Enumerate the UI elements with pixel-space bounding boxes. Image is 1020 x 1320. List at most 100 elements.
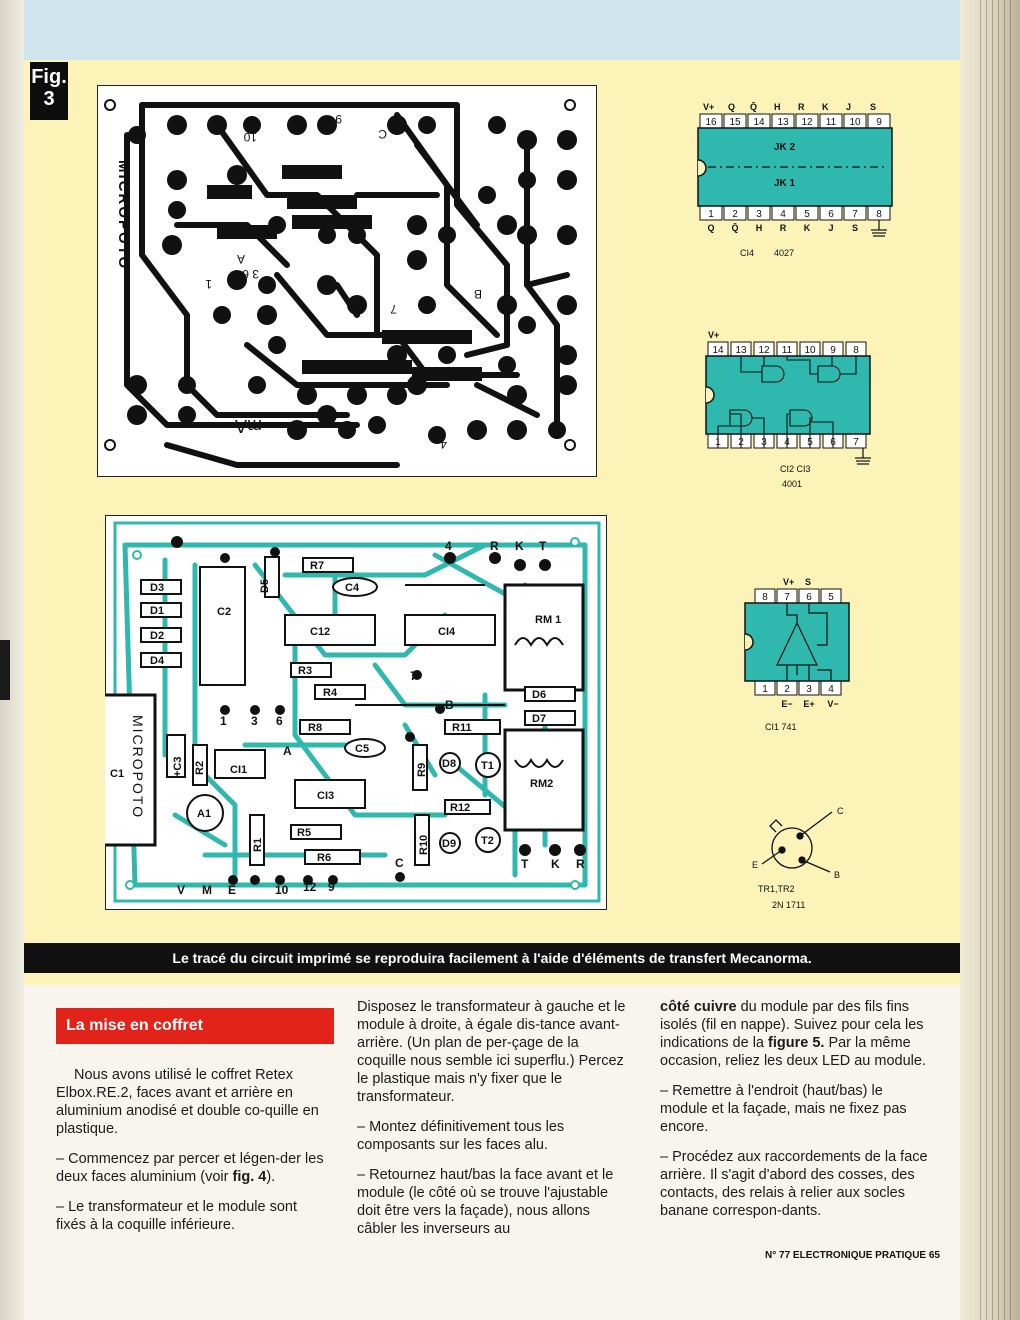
- pcb-layout-pins: 4 R K T V M E 10 12 9 C T K R 1 3 6 A 7 …: [177, 539, 585, 897]
- pcb-copper-side: MICROPOTO 10 9 C A 3 6 1 7 B 4 mA: [97, 85, 597, 477]
- pin-name: H: [774, 102, 781, 112]
- article-column-3: côté cuivre du module par des fils fins …: [660, 998, 930, 1232]
- component-label: +C3: [172, 757, 184, 778]
- component-label: R7: [310, 560, 324, 572]
- article-column-1: La mise en coffret Nous avons utilisé le…: [56, 998, 334, 1246]
- ic-4001-bottom-pins: 1 2 3 4 5 6 7: [715, 437, 859, 448]
- component-label: R2: [194, 761, 206, 775]
- pin-name: K: [822, 102, 829, 112]
- component-label: C5: [355, 743, 369, 755]
- pin-label: M: [202, 883, 212, 897]
- pin-number: 4: [828, 684, 834, 695]
- page-footer: N° 77 ELECTRONIQUE PRATIQUE 65: [765, 1250, 940, 1261]
- pin-number: 7: [784, 592, 790, 603]
- component-label: R1: [252, 838, 264, 852]
- pin-number: 8: [762, 592, 768, 603]
- paragraph: – Commencez par percer et légen-der les …: [56, 1150, 326, 1186]
- pin-name: Q: [728, 102, 735, 112]
- pcb-layout-brand: MICROPOTO: [130, 715, 146, 819]
- component-label: R8: [308, 722, 322, 734]
- ic-741-bottom-pins: 1 2 3 4: [762, 684, 834, 695]
- paragraph: – Remettre à l'endroit (haut/bas) le mod…: [660, 1083, 907, 1135]
- pin-number: 15: [729, 117, 741, 128]
- page-edge: [960, 0, 1020, 1320]
- component-label: R9: [416, 763, 428, 777]
- pin-label: T: [539, 539, 547, 553]
- pin-number: 9: [876, 117, 882, 128]
- page-edge-lines: [975, 0, 1015, 1320]
- figure-caption: Le tracé du circuit imprimé se reproduir…: [24, 943, 960, 973]
- pin-number: 2: [732, 209, 738, 220]
- component-label: C2: [217, 606, 231, 618]
- pin-label: 12: [303, 880, 317, 894]
- pin-label: V: [177, 883, 185, 897]
- pcb-copper-mark: A: [237, 252, 245, 266]
- component-label: R12: [450, 802, 470, 814]
- pin-name: J: [828, 223, 833, 233]
- text-run: du module par des fils fins isolés (fil …: [660, 999, 924, 1051]
- pin-label: 3: [251, 714, 258, 728]
- component-label: R11: [452, 722, 472, 734]
- pin-number: 1: [762, 684, 768, 695]
- pin-number: 3: [806, 684, 812, 695]
- ic-4001-vplus: V+: [708, 330, 719, 340]
- paragraph: Nous avons utilisé le coffret Retex Elbo…: [56, 1067, 319, 1137]
- ground-icon: [855, 448, 871, 465]
- ground-icon: [871, 220, 887, 237]
- pin-number: 2: [738, 437, 744, 448]
- pin-name: H: [756, 223, 763, 233]
- pin-number: 7: [853, 437, 859, 448]
- pin-number: 3: [756, 209, 762, 220]
- text-run: ).: [266, 1169, 276, 1185]
- component-label: CI3: [317, 790, 334, 802]
- pin-name: S: [852, 223, 858, 233]
- pcb-copper-mark: C: [378, 127, 387, 141]
- component-label: D2: [150, 630, 164, 642]
- component-label: R4: [323, 687, 338, 699]
- pin-label: 7: [410, 669, 417, 683]
- component-label: D5: [259, 579, 271, 593]
- figure-reference: figure 5.: [768, 1035, 825, 1051]
- pin-label: A: [283, 744, 292, 758]
- pin-number: 1: [708, 209, 714, 220]
- ic-741-s: S: [805, 577, 811, 587]
- pin-number: 10: [849, 117, 861, 128]
- pcb-layout-labels: D3 D1 D2 D4 C2 D5 R7 C4 C12 CI4 RM 1 R3 …: [110, 560, 561, 864]
- pin-b: B: [834, 870, 840, 880]
- pcb-copper-mark: mA: [235, 416, 262, 436]
- pcb-copper-mark: 6: [242, 267, 249, 281]
- pin-label: K: [515, 539, 524, 553]
- pin-c: C: [837, 806, 844, 816]
- ic-4001-ref: 4001: [782, 479, 802, 489]
- pin-name: S: [870, 102, 876, 112]
- pcb-copper-mark: 4: [440, 437, 447, 451]
- transistor-ref: 2N 1711: [772, 900, 805, 910]
- pin-label: B: [445, 698, 454, 712]
- pin-number: 11: [826, 117, 837, 128]
- component-label: R5: [297, 827, 311, 839]
- pin-number: 9: [830, 345, 836, 356]
- pin-number: 6: [806, 592, 812, 603]
- figure-label-prefix: Fig.: [31, 66, 67, 88]
- emphasis: côté cuivre: [660, 999, 737, 1015]
- pcb-copper-mark: 9: [335, 112, 342, 126]
- component-label: C4: [345, 582, 360, 594]
- pin-label: T: [521, 857, 529, 871]
- pin-number: 4: [780, 209, 786, 220]
- pin-number: 8: [853, 345, 859, 356]
- component-label: R10: [418, 835, 430, 855]
- paragraph: – Le transformateur et le module sont fi…: [56, 1199, 297, 1233]
- ic-741-bottom-labels: E− E+ V−: [781, 699, 838, 709]
- ic-4001-top-pins: 14 13 12 11 10 9 8: [712, 345, 859, 356]
- pin-name: E+: [803, 699, 814, 709]
- pin-number: 6: [828, 209, 834, 220]
- top-margin-band: [24, 0, 960, 60]
- pin-label: 10: [275, 883, 289, 897]
- component-label: RM2: [530, 778, 553, 790]
- pcb-copper-mark: 10: [243, 130, 257, 144]
- pin-number: 7: [852, 209, 858, 220]
- pin-label: R: [490, 539, 499, 553]
- ic-4001-name: CI2 CI3: [780, 464, 811, 474]
- pin-number: 3: [761, 437, 767, 448]
- component-label: D3: [150, 582, 164, 594]
